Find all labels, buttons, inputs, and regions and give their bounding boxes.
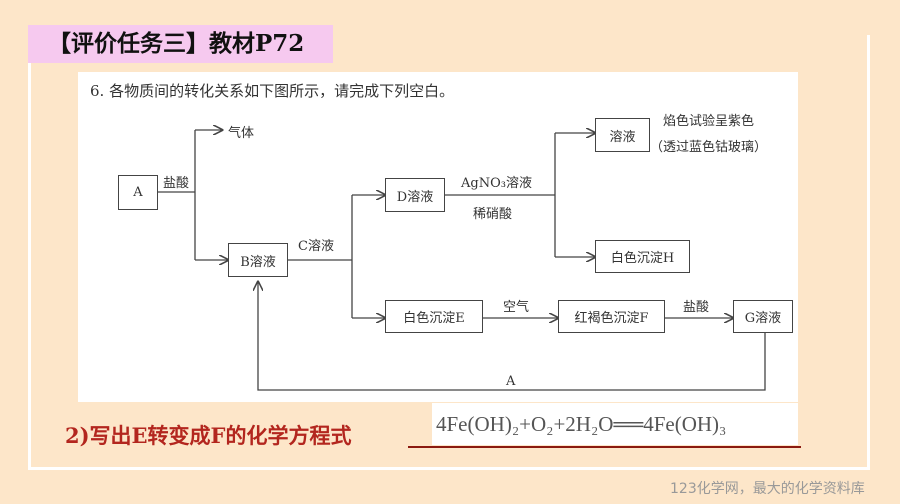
box-e: 白色沉淀E	[385, 300, 483, 333]
box-d: D溶液	[385, 178, 445, 212]
answer-underline	[408, 446, 801, 448]
label-hno3: 稀硝酸	[473, 207, 513, 222]
question-text: 6. 各物质间的转化关系如下图所示，请完成下列空白。	[90, 82, 455, 100]
box-f: 红褐色沉淀F	[558, 300, 665, 333]
label-flame-test: 焰色试验呈紫色	[663, 114, 755, 129]
label-hcl-2: 盐酸	[683, 300, 710, 315]
reaction-diagram: 6. 各物质间的转化关系如下图所示，请完成下列空白。 A B溶液 D溶液 溶液 …	[78, 72, 798, 402]
label-agno3: AgNO₃溶液	[461, 176, 532, 191]
question-prompt: 2)写出E转变成F的化学方程式	[65, 423, 352, 448]
watermark: 123化学网，最大的化学资料库	[670, 481, 865, 497]
label-hcl: 盐酸	[163, 176, 190, 191]
page-title: 【评价任务三】教材P72	[28, 25, 333, 63]
label-a-return: A	[506, 374, 516, 389]
box-solution: 溶液	[595, 118, 650, 152]
box-h: 白色沉淀H	[595, 240, 690, 273]
box-a: A	[118, 175, 158, 210]
diagram-lines	[158, 72, 766, 391]
content-frame	[28, 35, 870, 470]
label-c-solution: C溶液	[298, 239, 334, 254]
label-air: 空气	[503, 300, 530, 315]
box-b: B溶液	[228, 243, 288, 277]
box-g: G溶液	[733, 300, 793, 333]
label-gas: 气体	[228, 126, 255, 141]
label-cobalt-glass: （透过蓝色钴玻璃）	[650, 140, 768, 155]
answer-equation: 4Fe(OH)₂+O₂+2H₂O══4Fe(OH)₃	[432, 403, 798, 445]
